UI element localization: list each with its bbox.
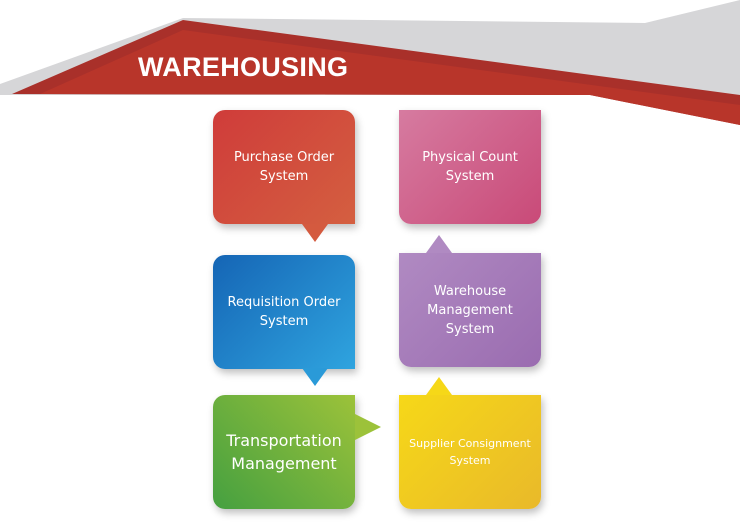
node-label: Supplier Consignment System [409, 437, 531, 467]
node-label: Warehouse Management System [427, 283, 513, 337]
arrow-up-icon [426, 235, 452, 253]
node-label: Physical Count System [422, 150, 518, 184]
node-label: Requisition Order System [227, 295, 341, 329]
header-banner [0, 0, 740, 125]
node-warehouse-management: Warehouse Management System [399, 253, 541, 367]
node-purchase-order: Purchase Order System [213, 110, 355, 224]
node-requisition-order: Requisition Order System [213, 255, 355, 369]
arrow-right-icon [355, 414, 381, 440]
node-label: Purchase Order System [233, 150, 335, 184]
arrow-down-icon [302, 224, 328, 242]
arrow-up-icon [426, 377, 452, 395]
arrow-down-icon [302, 368, 328, 386]
node-supplier-consignment: Supplier Consignment System [399, 395, 541, 509]
node-label: Transportation Management [226, 431, 342, 473]
banner-red-highlight [40, 30, 740, 125]
node-physical-count: Physical Count System [399, 110, 541, 224]
page-title: WAREHOUSING [138, 52, 349, 82]
node-transportation-management: Transportation Management [213, 395, 355, 509]
